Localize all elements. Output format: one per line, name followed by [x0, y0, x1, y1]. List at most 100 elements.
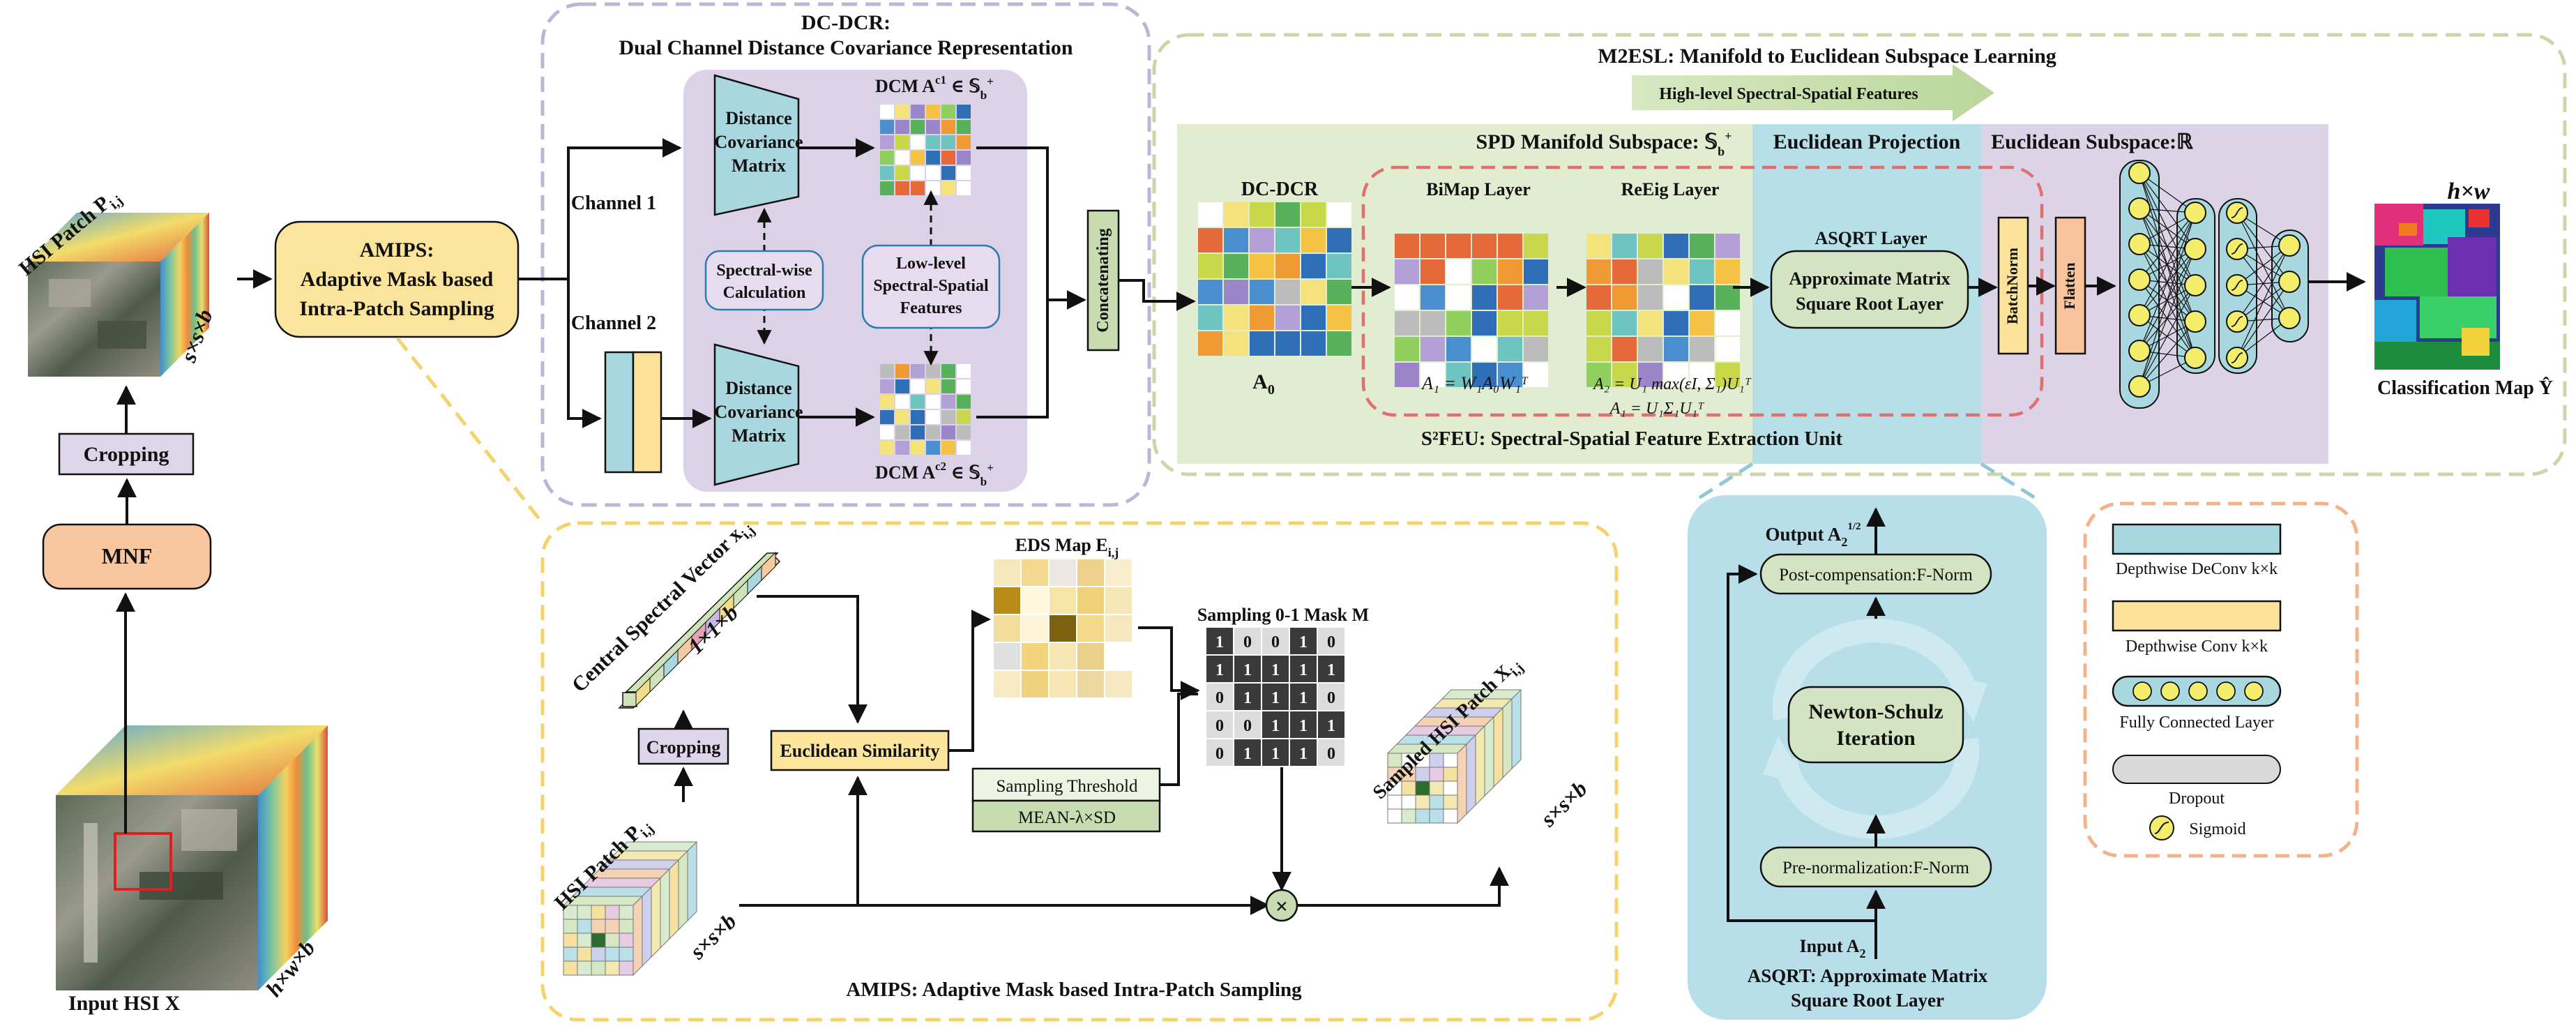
- asqrt-zoom-right: [1980, 462, 2041, 503]
- matrix-cell: [911, 395, 925, 409]
- matrix-cell: [880, 135, 894, 149]
- matrix-cell: [1690, 259, 1714, 284]
- matrix-cell: [1472, 337, 1497, 361]
- skip-connection: [1727, 564, 1876, 922]
- matrix-cell: [1420, 259, 1445, 284]
- matrix-cell: [1524, 363, 1548, 387]
- amips-zoom-line-left: [396, 337, 544, 525]
- fc-edge: [2139, 321, 2196, 387]
- mask-value: 1: [1327, 717, 1335, 735]
- matrix-cell: [1250, 331, 1274, 356]
- matrix-cell: [1420, 363, 1445, 387]
- mask-value: 1: [1243, 689, 1252, 707]
- cube-side-layer: [1475, 725, 1485, 806]
- fc-node: [2128, 340, 2151, 362]
- mask-cell: [1290, 711, 1317, 738]
- fc-node: [2128, 375, 2151, 398]
- matrix-cell: [957, 105, 971, 119]
- mask-value: 0: [1215, 689, 1224, 707]
- matrix-cell: [926, 425, 940, 439]
- matrix-cell: [1664, 285, 1688, 310]
- dcm1-label: DCM Ac1 ∈ 𝕊b+: [875, 73, 994, 102]
- matrix-cell: [1301, 280, 1326, 304]
- matrix-cell: [1446, 259, 1471, 284]
- matrix-cell: [1498, 363, 1522, 387]
- cube-front-cell: [1429, 794, 1444, 810]
- legend-fc-node: [2160, 681, 2180, 701]
- matrix-cell: [1472, 285, 1497, 310]
- matrix-cell: [1446, 363, 1471, 387]
- high-level-arrow: [1632, 64, 1994, 121]
- matrix-cell: [1301, 254, 1326, 278]
- mask-value: 1: [1327, 661, 1335, 679]
- matrix-cell: [911, 135, 925, 149]
- sampled-dims: s×s×b: [1535, 776, 1591, 831]
- cube-front-cell: [591, 919, 606, 934]
- matrix-cell: [957, 395, 971, 409]
- matrix-cell: [1472, 259, 1497, 284]
- legend-deconv-label: Depthwise DeConv k×k: [2116, 560, 2278, 578]
- legend-conv-swatch: [2112, 600, 2282, 632]
- matrix-cell: [1327, 254, 1351, 278]
- matrix-cell: [1690, 234, 1714, 258]
- cube-front-cell: [619, 919, 634, 934]
- cube-front-cell: [577, 919, 592, 934]
- matrix-cell: [926, 181, 940, 195]
- matrix-cell: [1690, 311, 1714, 335]
- matrix-cell: [911, 120, 925, 134]
- sampled-hsi-patch-cube: [1386, 688, 1522, 824]
- mask-cell: [1234, 628, 1261, 654]
- fc-node: [2128, 269, 2151, 291]
- mask-cell: [1290, 656, 1317, 682]
- matrix-cell: [926, 120, 940, 134]
- matrix-cell: [957, 379, 971, 393]
- cube-side-layer: [632, 895, 643, 976]
- cube-front-cell: [1429, 767, 1444, 782]
- matrix-cell: [1524, 259, 1548, 284]
- mask-value: 1: [1299, 745, 1308, 763]
- matrix-cell: [1664, 234, 1688, 258]
- flatten-box: [2054, 216, 2086, 355]
- mask-cell: [1206, 739, 1233, 766]
- matrix-cell: [1198, 280, 1222, 304]
- cube-front-cell: [1415, 780, 1430, 796]
- asqrt-zoom-left: [1693, 462, 1754, 503]
- legend-fc-label: Fully Connected Layer: [2119, 714, 2273, 732]
- cube-front-cell: [1443, 767, 1458, 782]
- matrix-cell: [880, 425, 894, 439]
- matrix-cell: [880, 166, 894, 180]
- cube-side-layer: [1466, 734, 1476, 815]
- mask-value: 0: [1271, 633, 1280, 651]
- matrix-cell: [1327, 331, 1351, 356]
- newton-cycle: [1763, 618, 1987, 840]
- fc-node: [2278, 307, 2301, 329]
- eds-cell: [1022, 587, 1048, 614]
- eds-cell: [1105, 615, 1132, 642]
- matrix-cell: [895, 395, 909, 409]
- bimap-matrix: [1395, 234, 1548, 387]
- matrix-cell: [1612, 259, 1637, 284]
- cube-side-layer: [669, 859, 679, 940]
- post-comp-box: [1759, 553, 1992, 595]
- matrix-cell: [1524, 311, 1548, 335]
- asqrt-layer-box: [1770, 250, 1969, 329]
- matrix-cell: [1612, 363, 1637, 387]
- matrix-cell: [1327, 228, 1351, 252]
- cube-side-layer: [687, 840, 697, 922]
- matrix-cell: [957, 120, 971, 134]
- approx-line1: Approximate Matrix: [1789, 269, 1950, 289]
- cube-side-layer: [1457, 743, 1467, 824]
- mask-cell: [1262, 656, 1289, 682]
- matrix-cell: [941, 441, 955, 455]
- flatten-label: Flatten: [2061, 262, 2078, 309]
- matrix-cell: [880, 151, 894, 165]
- newton-line2: Iteration: [1836, 727, 1916, 750]
- cube-front-cell: [577, 960, 592, 976]
- channel1-label: Channel 1: [571, 193, 656, 214]
- cube-front-cell: [605, 919, 620, 934]
- cube-front-cell: [591, 960, 606, 976]
- eds-cell: [994, 671, 1020, 697]
- matrix-cell: [911, 181, 925, 195]
- mask-value: 0: [1243, 633, 1252, 651]
- cube-front-cell: [591, 933, 606, 948]
